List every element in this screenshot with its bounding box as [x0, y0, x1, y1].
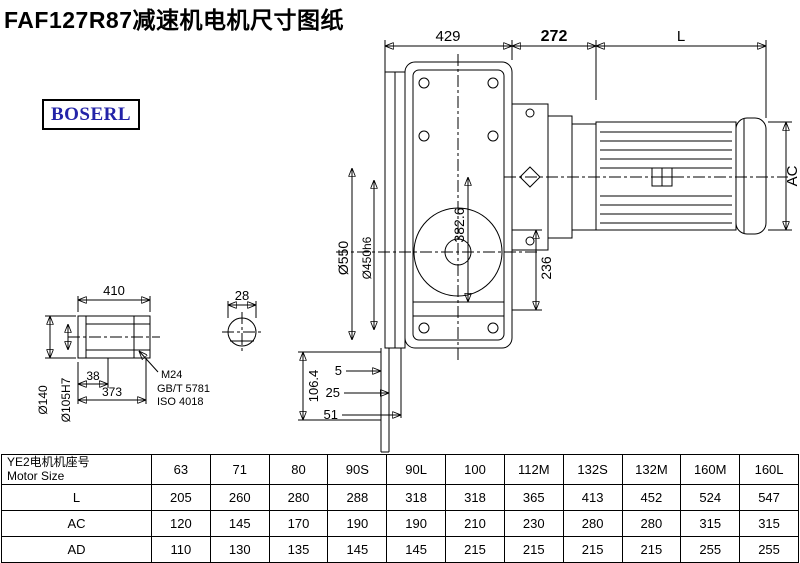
ac-dimension: AC: [768, 121, 800, 231]
cell-AD: 110: [151, 535, 211, 563]
dim-106-4: 106.4: [306, 370, 321, 403]
motor-size-table: YE2电机机座号 Motor Size 63 71 80 90S 90L 100…: [1, 454, 799, 563]
row-label-L: L: [1, 483, 152, 511]
dim-382-6: 382.6: [451, 207, 467, 242]
cell-AC: 170: [268, 509, 329, 537]
header-label-cn: YE2电机机座号: [7, 455, 90, 469]
note-gb-standard: GB/T 5781: [157, 383, 210, 395]
dim-38: 38: [86, 369, 100, 383]
motor-size-col: 100: [445, 454, 505, 485]
cell-AD: 255: [739, 535, 799, 563]
motor-size-col: 160L: [739, 454, 799, 485]
output-flange: [380, 71, 406, 453]
row-label-AD: AD: [1, 535, 152, 563]
cell-AD: 215: [445, 535, 505, 563]
cell-AD: 135: [268, 535, 329, 563]
dim-236: 236: [538, 256, 554, 280]
cell-AC: 145: [209, 509, 270, 537]
cell-L: 288: [327, 483, 388, 511]
cell-AC: 190: [386, 509, 447, 537]
cell-L: 452: [621, 483, 682, 511]
motor-size-col: 71: [209, 454, 270, 485]
table-row-L: L 205 260 280 288 318 318 365 413 452 52…: [1, 483, 799, 511]
row-label-AC: AC: [1, 509, 152, 537]
cell-AC: 280: [621, 509, 682, 537]
cell-AD: 215: [503, 535, 564, 563]
cell-AD: 215: [621, 535, 682, 563]
cell-L: 318: [386, 483, 447, 511]
cell-L: 547: [739, 483, 799, 511]
table-header-row: YE2电机机座号 Motor Size 63 71 80 90S 90L 100…: [1, 454, 799, 485]
dim-L: L: [677, 28, 685, 45]
dim-25: 25: [326, 385, 340, 400]
cell-AC: 230: [503, 509, 564, 537]
cell-L: 260: [209, 483, 270, 511]
motor-size-col: 63: [151, 454, 211, 485]
shaft-cross-section: 28: [222, 288, 262, 352]
cell-L: 318: [445, 483, 505, 511]
table-row-AC: AC 120 145 170 190 190 210 230 280 280 3…: [1, 509, 799, 537]
dim-140: Ø140: [36, 385, 50, 415]
dim-272: 272: [541, 28, 568, 45]
cell-AC: 315: [739, 509, 799, 537]
cell-AD: 255: [680, 535, 741, 563]
gearbox-housing: [336, 54, 540, 360]
cell-L: 280: [268, 483, 329, 511]
cell-L: 524: [680, 483, 741, 511]
motor-size-header-cell: YE2电机机座号 Motor Size: [1, 454, 152, 485]
top-dimensions: 429 272 L: [384, 28, 767, 118]
cell-AC: 120: [151, 509, 211, 537]
note-thread: M24: [161, 369, 182, 381]
motor-size-col: 160M: [680, 454, 741, 485]
dim-28: 28: [235, 288, 249, 303]
cell-AD: 130: [209, 535, 270, 563]
cell-AD: 145: [386, 535, 447, 563]
shaft-detail: 410 38 373 Ø140 Ø105H7 M24 GB/T 5781 ISO…: [36, 283, 210, 422]
brand-logo-text: BOSERL: [50, 103, 132, 125]
brand-logo: BOSERL: [42, 99, 140, 130]
cell-L: 205: [151, 483, 211, 511]
motor-size-col: 132M: [621, 454, 682, 485]
cell-AC: 210: [445, 509, 505, 537]
dim-429: 429: [435, 28, 460, 45]
dim-105h7: Ø105H7: [59, 377, 73, 422]
dim-550: Ø550: [335, 241, 351, 275]
cell-L: 413: [562, 483, 623, 511]
cell-L: 365: [503, 483, 564, 511]
cell-AC: 315: [680, 509, 741, 537]
dim-AC: AC: [784, 165, 800, 186]
dim-51: 51: [324, 407, 338, 422]
dim-410: 410: [103, 283, 125, 298]
cell-AC: 190: [327, 509, 388, 537]
motor-size-col: 132S: [562, 454, 623, 485]
technical-drawing: 429 272 L AC: [36, 28, 800, 453]
motor-size-col: 80: [268, 454, 329, 485]
dim-5: 5: [335, 363, 342, 378]
page-title: FAF127R87减速机电机尺寸图纸: [4, 7, 345, 33]
vertical-dimensions: 382.6 236 Ø550 Ø450h6: [335, 168, 554, 340]
motor-size-col: 90L: [386, 454, 447, 485]
motor-size-col: 112M: [503, 454, 564, 485]
cell-AD: 145: [327, 535, 388, 563]
dim-373: 373: [102, 385, 122, 399]
motor-assembly: [504, 103, 788, 251]
fan-cowl: [735, 117, 767, 235]
foot-dimensions: 5 25 51 106.4: [298, 351, 401, 422]
cell-AC: 280: [562, 509, 623, 537]
cell-AD: 215: [562, 535, 623, 563]
note-iso-standard: ISO 4018: [157, 396, 203, 408]
dim-450h6: Ø450h6: [360, 236, 374, 279]
table-row-AD: AD 110 130 135 145 145 215 215 215 215 2…: [1, 535, 799, 563]
motor-size-col: 90S: [327, 454, 388, 485]
header-label-en: Motor Size: [7, 469, 65, 484]
